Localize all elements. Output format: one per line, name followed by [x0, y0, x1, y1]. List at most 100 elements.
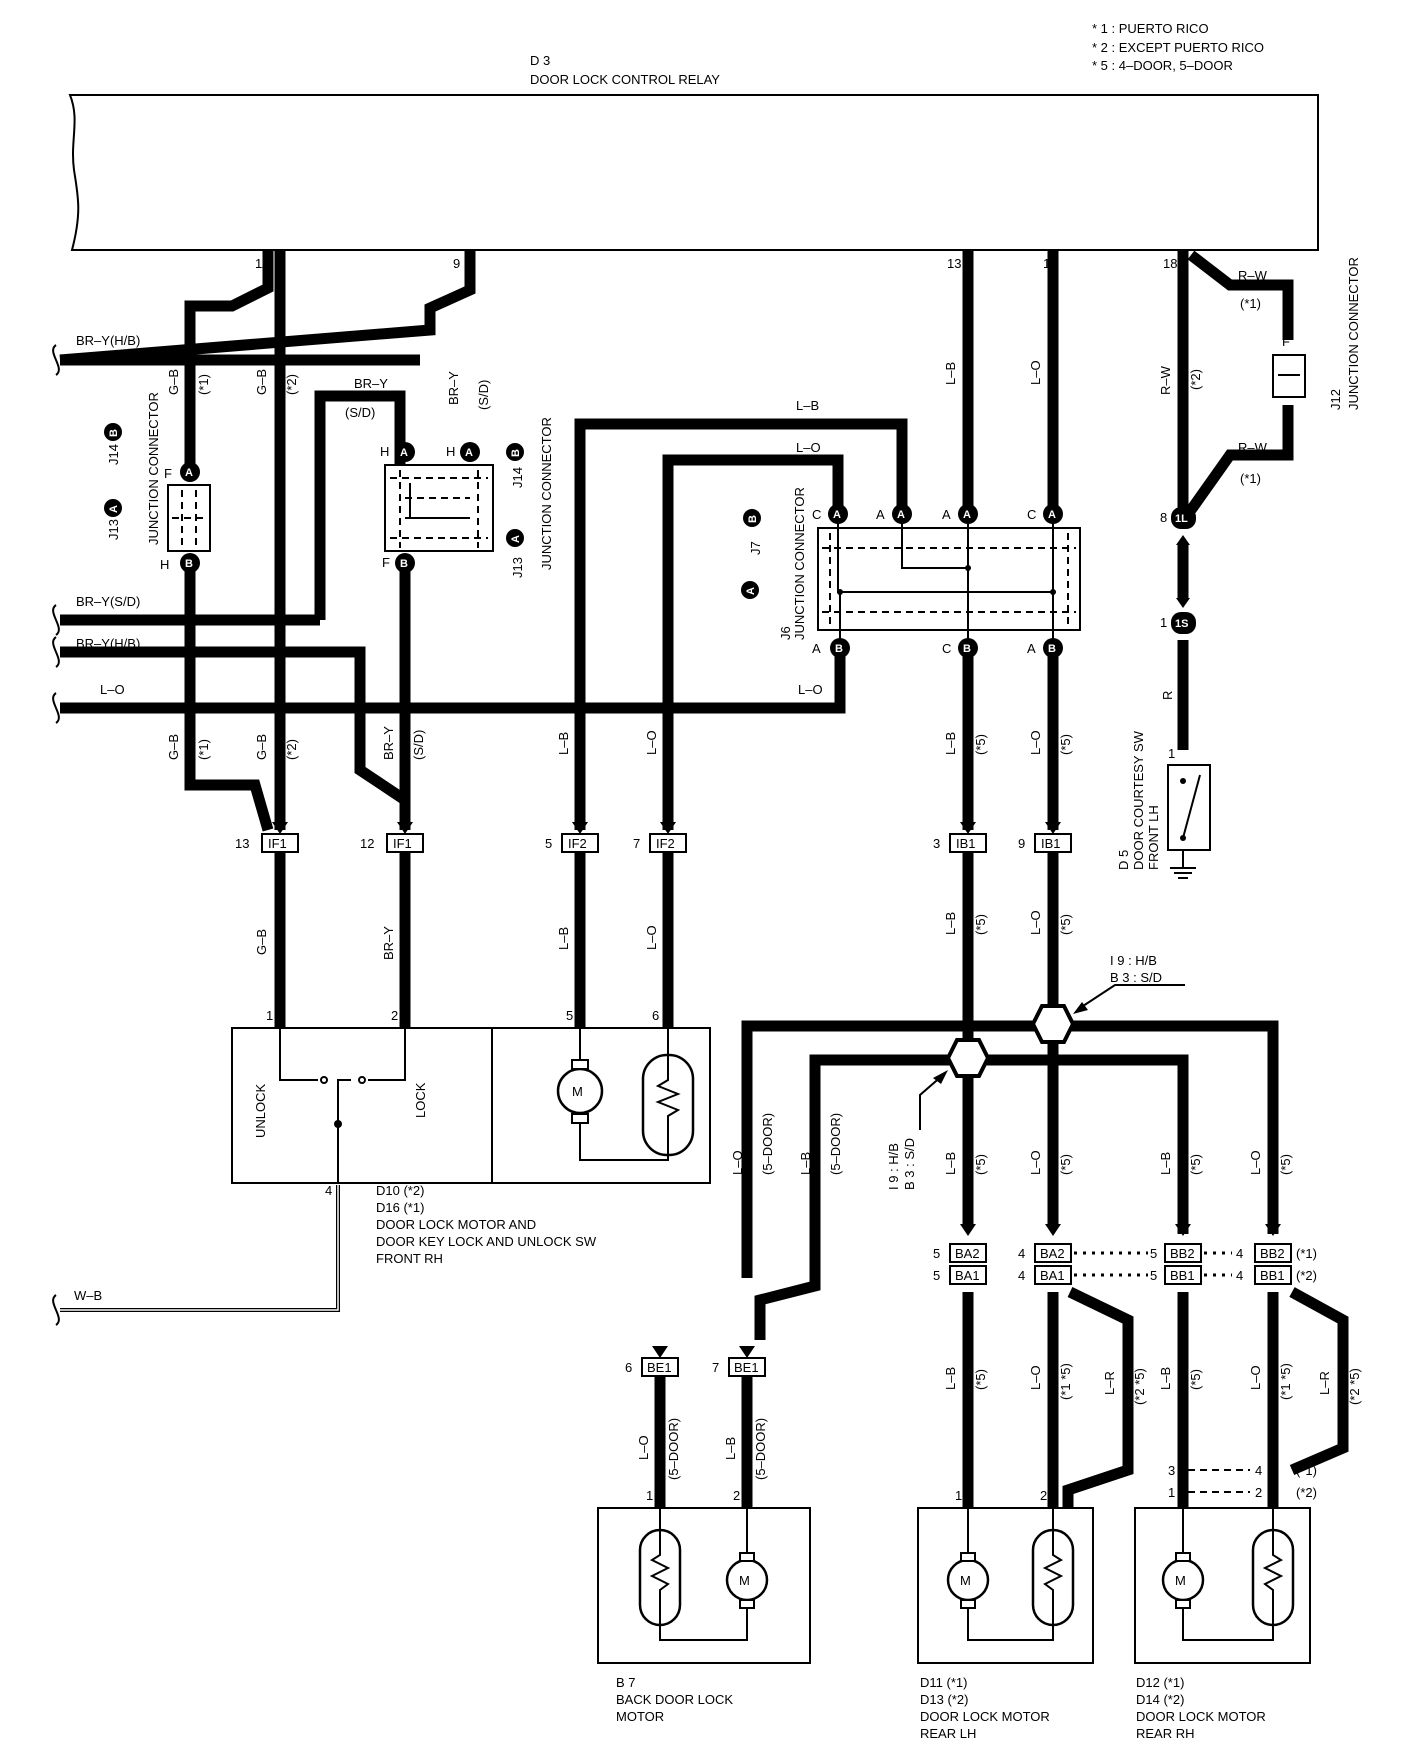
svg-text:M: M [960, 1573, 971, 1588]
label-n1-bottom: (*1) [1240, 471, 1261, 486]
svg-text:7: 7 [712, 1360, 719, 1375]
svg-text:6: 6 [652, 1008, 659, 1023]
svg-text:2: 2 [733, 1488, 740, 1503]
svg-text:BA2: BA2 [955, 1246, 980, 1261]
svg-text:F: F [382, 555, 390, 570]
label-br-y-c: BR–Y [381, 926, 396, 960]
label-g-b-3: G–B [166, 734, 181, 760]
svg-text:M: M [1175, 1573, 1186, 1588]
note-1: * 1 : PUERTO RICO [1092, 21, 1209, 36]
svg-text:H: H [380, 444, 389, 459]
svg-text:M: M [739, 1573, 750, 1588]
notes: * 1 : PUERTO RICO * 2 : EXCEPT PUERTO RI… [1092, 21, 1264, 73]
svg-text:J12: J12 [1328, 389, 1343, 410]
label-r: R [1160, 691, 1175, 700]
svg-text:(*1): (*1) [1296, 1246, 1317, 1261]
wires [59, 250, 1349, 1508]
svg-text:J13: J13 [106, 519, 121, 540]
svg-text:5: 5 [1150, 1268, 1157, 1283]
rear-rh-pin-map: 3 1 4 2 (*1) (*2) [1168, 1463, 1317, 1500]
label-l-o-b: L–O [1028, 730, 1043, 755]
svg-text:BB2: BB2 [1170, 1246, 1195, 1261]
svg-text:A: A [876, 507, 885, 522]
label-br-y-sd: BR–Y(S/D) [76, 594, 140, 609]
svg-text:4: 4 [1018, 1268, 1025, 1283]
label-n15-a: (*1 *5) [1058, 1363, 1073, 1400]
label-l-b-i: L–B [1158, 1367, 1173, 1390]
svg-text:5: 5 [933, 1246, 940, 1261]
label-l-o-5d: L–O [730, 1150, 745, 1175]
label-g-b-5: G–B [254, 929, 269, 955]
d10-name-3: FRONT RH [376, 1251, 443, 1266]
svg-text:C: C [1027, 507, 1036, 522]
svg-text:B: B [963, 643, 971, 655]
label-l-b-d: L–B [943, 912, 958, 935]
label-n5-i: (*5) [973, 1369, 988, 1390]
d11-id-1: D11 (*1) [920, 1675, 967, 1690]
svg-text:5: 5 [933, 1268, 940, 1283]
label-l-b-f: L–B [1158, 1152, 1173, 1175]
vertical-wire-labels: G–B (*1) G–B (*2) BR–Y (S/D) G–B (*1) G–… [166, 360, 1362, 1480]
svg-text:4: 4 [1236, 1246, 1243, 1261]
label-l-r-b: L–R [1317, 1371, 1332, 1395]
back-door-lock-motor: 1 2 M B 7 BACK DOOR LOCK MOTOR [597, 1488, 811, 1724]
svg-text:B: B [400, 558, 408, 570]
note-3: * 5 : 4–DOOR, 5–DOOR [1092, 58, 1233, 73]
relay-id: D 3 [530, 53, 550, 68]
d12-name-1: DOOR LOCK MOTOR [1136, 1709, 1266, 1724]
relay-pin-18: 18 [1163, 256, 1177, 271]
label-n25-b: (*2 *5) [1347, 1368, 1362, 1405]
svg-text:C: C [942, 641, 951, 656]
junction-connector-j12: F F J12 JUNCTION CONNECTOR [1272, 257, 1361, 419]
svg-text:C: C [812, 507, 821, 522]
d5-name-2: FRONT LH [1146, 805, 1161, 870]
jc-label-j12: JUNCTION CONNECTOR [1346, 257, 1361, 410]
label-n5-d: (*5) [1058, 914, 1073, 935]
label-n5-h: (*5) [1278, 1154, 1293, 1175]
svg-text:4: 4 [1018, 1246, 1025, 1261]
svg-text:1S: 1S [1175, 618, 1188, 630]
svg-text:(*2): (*2) [1296, 1485, 1317, 1500]
label-n1-a: (*1) [196, 374, 211, 395]
label-n5-c: (*5) [973, 914, 988, 935]
splice-lower [945, 1038, 991, 1078]
d5-id: D 5 [1116, 850, 1131, 870]
label-r-w-top: R–W [1238, 268, 1268, 283]
splice-upper-hb: I 9 : H/B [1110, 953, 1157, 968]
svg-text:BB1: BB1 [1260, 1268, 1285, 1283]
svg-text:J14: J14 [510, 467, 525, 488]
svg-text:1: 1 [1160, 615, 1167, 630]
label-n1-top: (*1) [1240, 296, 1261, 311]
splice-upper-sd: B 3 : S/D [1110, 970, 1162, 985]
label-l-o-loop: L–O [796, 440, 821, 455]
label-l-b-e: L–B [943, 1152, 958, 1175]
svg-text:2: 2 [391, 1008, 398, 1023]
svg-text:A: A [897, 509, 905, 521]
label-w-b: W–B [74, 1288, 102, 1303]
label-l-o-bus: L–O [100, 682, 125, 697]
connectors-be1: BE1 6 BE1 7 [625, 1346, 766, 1377]
label-l-o-bus-right: L–O [798, 682, 823, 697]
label-l-b-b: L–B [943, 732, 958, 755]
svg-text:A: A [745, 587, 757, 595]
label-l-b-5d: L–B [798, 1152, 813, 1175]
wb-wire-inner [60, 1185, 339, 1311]
svg-text:2: 2 [1040, 1488, 1047, 1503]
svg-text:B: B [1048, 643, 1056, 655]
d12-name-2: REAR RH [1136, 1726, 1195, 1741]
connectors-row-if-ib: IF1 13 IF1 12 IF2 5 IF2 7 IB1 3 IB1 9 [235, 822, 1072, 853]
svg-text:J13: J13 [510, 557, 525, 578]
label-br-y-hb-top: BR–Y(H/B) [76, 333, 140, 348]
junction-connector-j13-j14-middle: A A B H H F JUNCTION CONNECTOR J13 A J14… [380, 417, 554, 578]
label-g-b-1: G–B [166, 369, 181, 395]
svg-text:B: B [835, 643, 843, 655]
d10-id-2: D16 (*1) [376, 1200, 424, 1215]
junction-connector-j6-j7: A A A A C A A C B B B A C A JUNCTION CON… [741, 487, 1081, 658]
front-rh-lock-motor: 1 2 5 6 UNLOCK LOCK M 4 D10 (*2) D16 (*1… [231, 1008, 711, 1266]
svg-text:6: 6 [625, 1360, 632, 1375]
svg-text:1: 1 [1168, 1485, 1175, 1500]
label-br-y-b: BR–Y [381, 726, 396, 760]
label-l-b-h: L–B [943, 1367, 958, 1390]
label-l-o-a: L–O [644, 730, 659, 755]
b7-id: B 7 [616, 1675, 636, 1690]
